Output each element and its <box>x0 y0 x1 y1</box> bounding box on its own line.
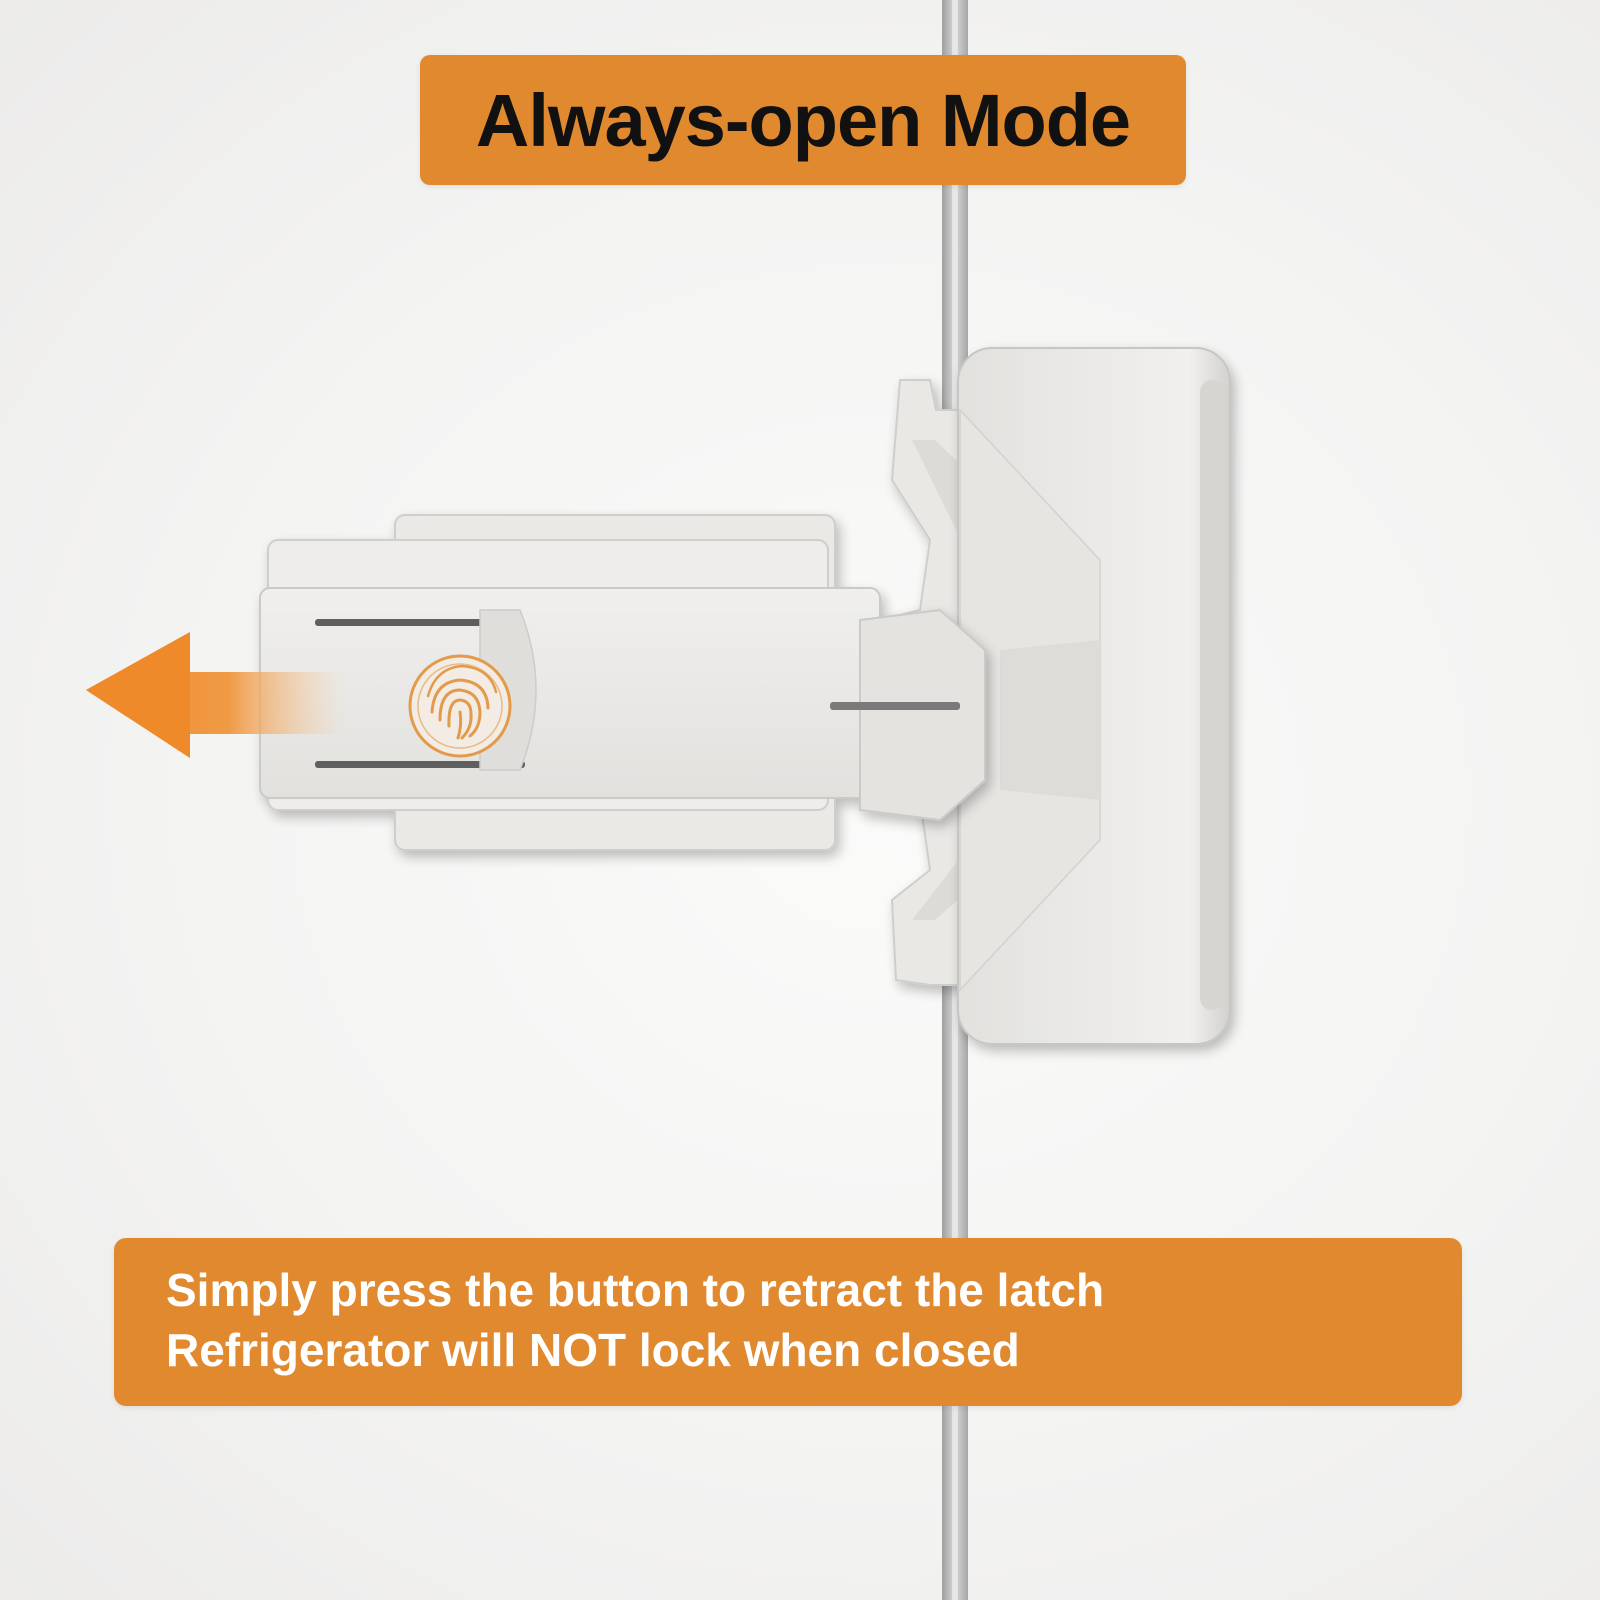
caption-line-1: Simply press the button to retract the l… <box>166 1264 1105 1316</box>
caption-banner: Simply press the button to retract the l… <box>114 1238 1462 1406</box>
page-title: Always-open Mode <box>475 78 1131 162</box>
fingerprint-icon[interactable] <box>408 654 512 758</box>
arrow-left-icon <box>86 632 345 758</box>
mount-plate <box>957 347 1231 1045</box>
latch-housing <box>259 514 986 851</box>
title-banner: Always-open Mode <box>420 55 1186 185</box>
caption-line-2: Refrigerator will NOT lock when closed <box>166 1324 1020 1376</box>
